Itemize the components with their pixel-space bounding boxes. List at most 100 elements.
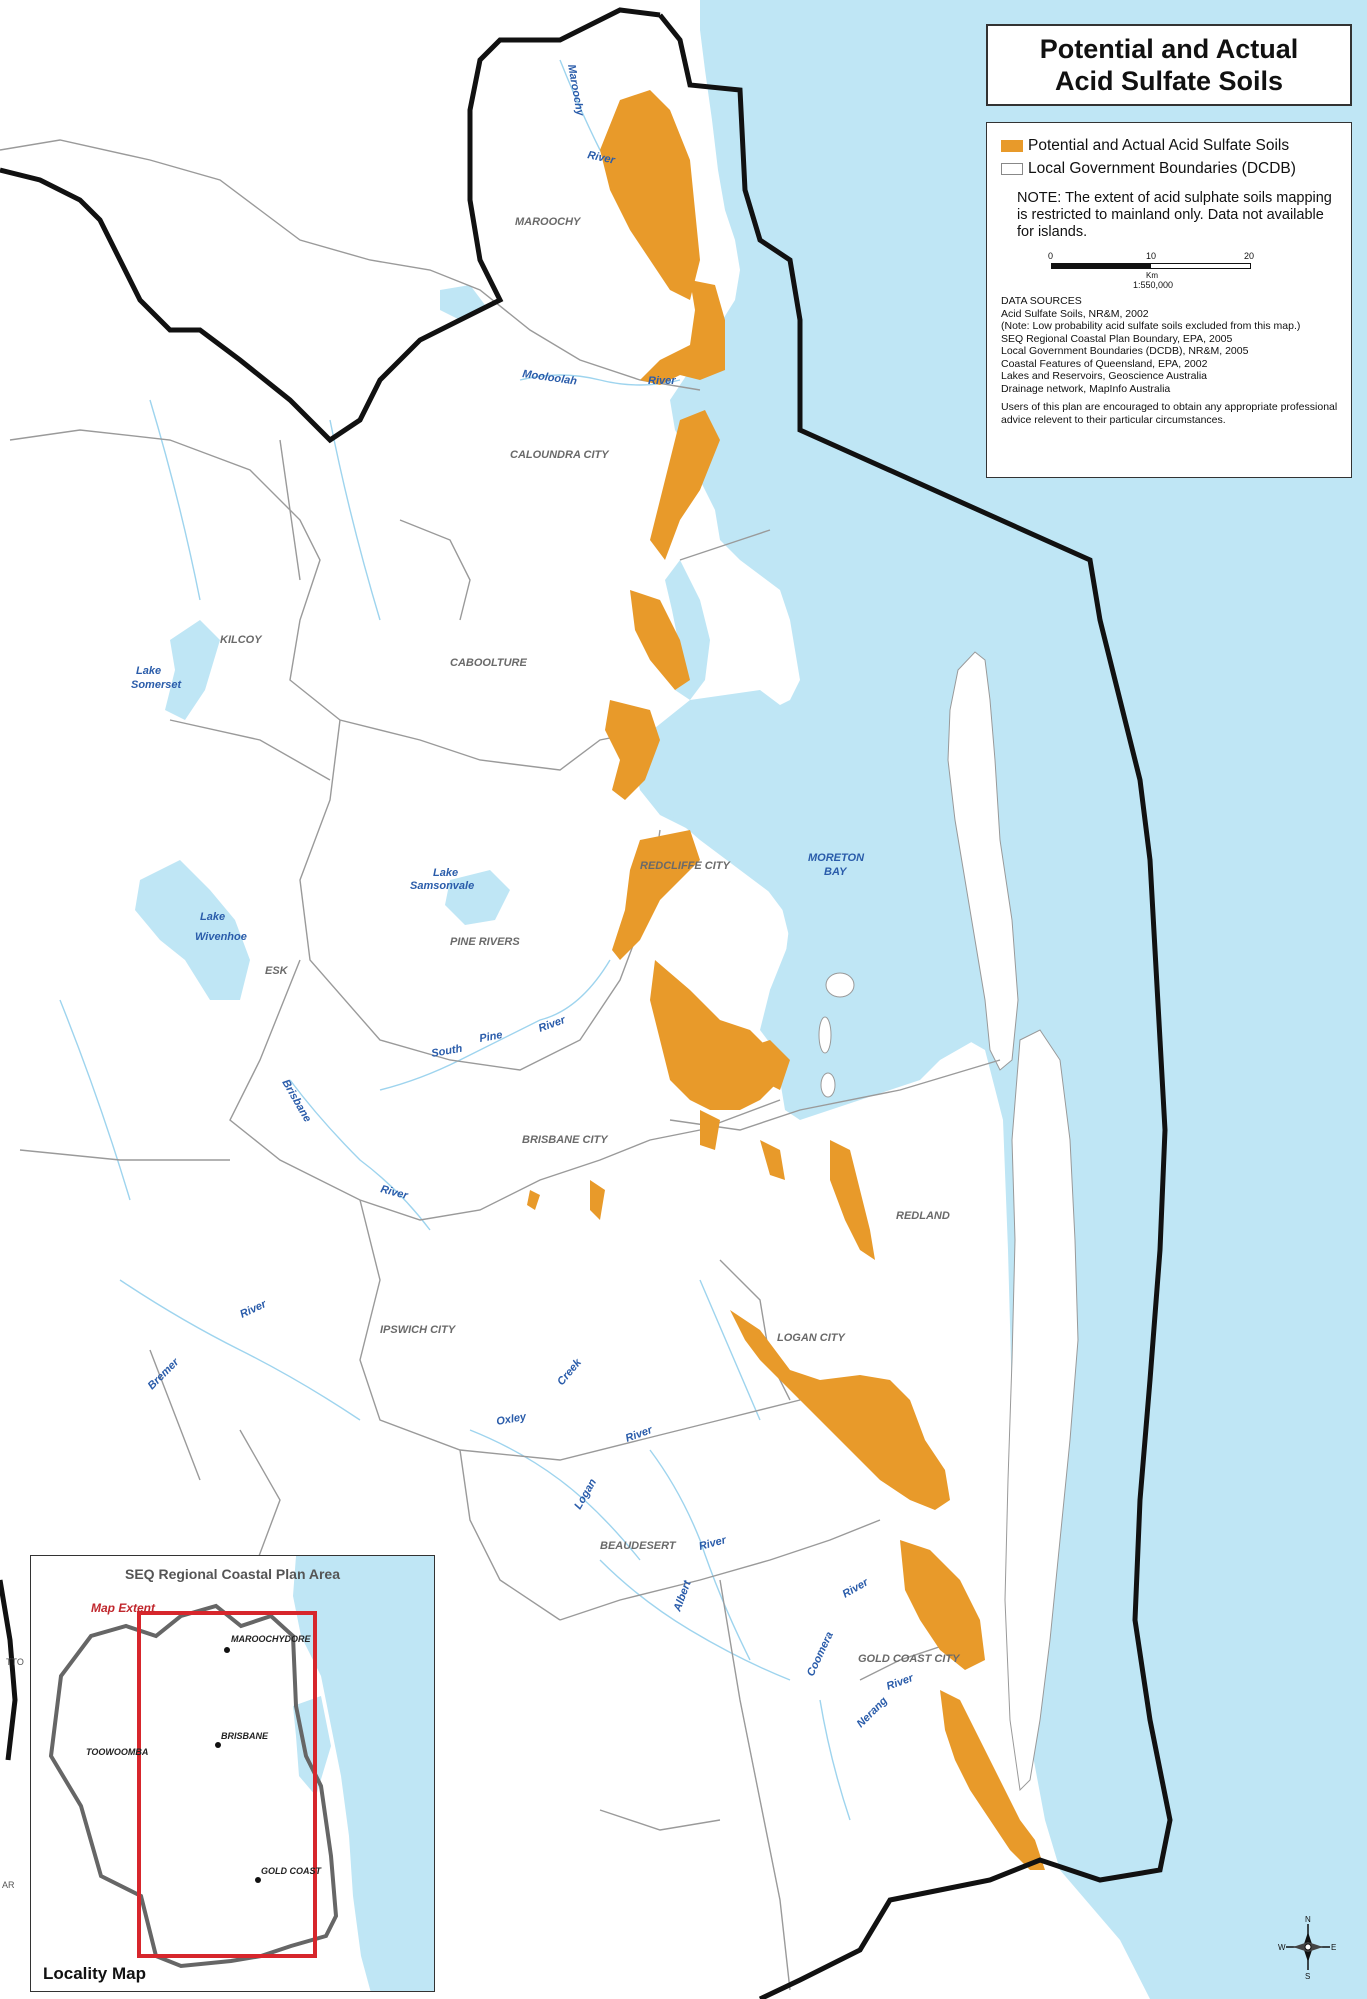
lake-somerset — [165, 620, 220, 720]
rivers — [59, 59, 851, 1851]
island — [818, 1016, 832, 1054]
map-extent-label: Map Extent — [91, 1601, 156, 1615]
label-river: River — [885, 1672, 916, 1693]
lga-label-ipswich: IPSWICH CITY — [380, 1324, 457, 1336]
lga-label-redcliffe: REDCLIFFE CITY — [640, 860, 731, 872]
lga-label-esk: ESK — [265, 965, 289, 977]
label-river: River — [648, 375, 676, 387]
label-river: River — [841, 1576, 871, 1601]
plan-boundary-west — [0, 1579, 18, 1761]
label-oxley: Oxley — [495, 1411, 527, 1428]
label-river: River — [379, 1183, 409, 1202]
acid-sulfate-soils — [527, 90, 1045, 1870]
compass-s: S — [1305, 1972, 1310, 1981]
lga-label-redland: REDLAND — [896, 1210, 950, 1222]
moreton-island — [947, 651, 1019, 1071]
island — [825, 972, 855, 998]
inset-town-gold-coast: GOLD COAST — [261, 1866, 323, 1876]
legend-item-lga: Local Government Boundaries (DCDB) — [1001, 160, 1341, 178]
label-river: River — [698, 1534, 728, 1553]
lga-label-brisbane: BRISBANE CITY — [522, 1134, 609, 1146]
source-line: DATA SOURCES — [1001, 295, 1082, 307]
scale-bar-graphic — [1051, 263, 1251, 269]
legend-label: Local Government Boundaries (DCDB) — [1028, 160, 1296, 177]
inset-title: SEQ Regional Coastal Plan Area — [125, 1566, 340, 1582]
scale-tick: 0 — [1048, 251, 1054, 261]
lake-north — [440, 285, 485, 320]
label-lake: Lake — [136, 665, 161, 677]
source-line: Local Government Boundaries (DCDB), NR&M… — [1001, 345, 1249, 357]
label-maroochy-river: Maroochy — [565, 63, 586, 117]
town-dot — [215, 1742, 221, 1748]
source-line: Coastal Features of Queensland, EPA, 200… — [1001, 357, 1208, 370]
inset-bay — [293, 1696, 331, 1796]
label-river: River — [537, 1014, 568, 1035]
lga-label-beaudesert: BEAUDESERT — [600, 1540, 677, 1552]
label-river: River — [238, 1298, 269, 1321]
label-coomera: Coomera — [805, 1630, 836, 1678]
town-dot — [224, 1647, 230, 1653]
label-river: River — [586, 149, 616, 167]
plan-boundary — [658, 13, 1173, 1999]
label-mooloolah: Mooloolah — [522, 368, 578, 388]
legend-item-acid-soils: Potential and Actual Acid Sulfate Soils — [1001, 137, 1341, 155]
source-line: SEQ Regional Coastal Plan Boundary, EPA,… — [1001, 332, 1233, 345]
label-south: South — [430, 1043, 463, 1060]
label-lake: Lake — [433, 867, 458, 879]
scale-tick: 10 — [1146, 251, 1157, 261]
label-bay: BAY — [824, 866, 848, 878]
label-albert: Albert — [671, 1578, 694, 1614]
lga-label-pine-rivers: PINE RIVERS — [450, 936, 520, 948]
lake-samsonvale — [445, 870, 510, 925]
label-lake-somerset: Somerset — [131, 679, 182, 691]
compass-e: E — [1331, 1943, 1336, 1952]
lga-label-caboolture: CABOOLTURE — [450, 657, 527, 669]
scale-tick: 20 — [1244, 251, 1255, 261]
town-dot — [255, 1877, 261, 1883]
lake-wivenhoe — [135, 860, 250, 1000]
stradbroke-island — [1004, 1029, 1079, 1792]
lga-label-gold-coast: GOLD COAST CITY — [858, 1653, 961, 1665]
lga-label-kilcoy: KILCOY — [220, 634, 263, 646]
inset-town-maroochydore: MAROOCHYDORE — [231, 1634, 311, 1644]
source-line: (Note: Low probability acid sulfate soil… — [1001, 320, 1301, 332]
label-brisbane-river: Brisbane — [279, 1078, 313, 1125]
lga-label-caloundra: CALOUNDRA CITY — [510, 449, 610, 461]
label-creek: Creek — [555, 1356, 584, 1388]
source-line: Lakes and Reservoirs, Geoscience Austral… — [1001, 370, 1208, 382]
acid-soils-swatch — [1001, 140, 1023, 152]
scale-bar: 0 10 20 Km 1:550,000 — [1048, 251, 1261, 291]
lga-swatch — [1001, 163, 1023, 175]
label-lake: Lake — [200, 911, 225, 923]
label-nerang: Nerang — [855, 1695, 890, 1730]
map-title-box: Potential and Actual Acid Sulfate Soils — [986, 24, 1352, 106]
lga-label-logan: LOGAN CITY — [777, 1332, 846, 1344]
lga-labels: MAROOCHY CALOUNDRA CITY KILCOY CABOOLTUR… — [220, 216, 961, 1665]
locality-map-label: Locality Map — [43, 1964, 146, 1983]
locality-map-inset: MAROOCHYDORE BRISBANE TOOWOOMBA GOLD COA… — [30, 1555, 435, 1992]
users-note: Users of this plan are encouraged to obt… — [1001, 401, 1338, 426]
compass-rose-icon: N S E W — [1278, 1915, 1336, 1981]
source-line: Acid Sulfate Soils, NR&M, 2002 — [1001, 307, 1149, 320]
inset-town-toowoomba: TOOWOOMBA — [86, 1747, 148, 1757]
locality-map-graphic: MAROOCHYDORE BRISBANE TOOWOOMBA GOLD COA… — [48, 1556, 434, 1991]
inset-sea — [293, 1556, 434, 1991]
label-pine: Pine — [478, 1029, 503, 1045]
lga-label-maroochy: MAROOCHY — [515, 216, 582, 228]
pumicestone-passage — [665, 560, 710, 700]
edge-label: TTO — [6, 1657, 24, 1667]
compass-n: N — [1305, 1915, 1311, 1924]
map-extent-box — [137, 1611, 317, 1958]
label-river: River — [624, 1424, 655, 1445]
compass-w: W — [1278, 1943, 1286, 1952]
label-lake-samsonvale: Samsonvale — [410, 880, 474, 892]
legend: Potential and Actual Acid Sulfate Soils … — [986, 122, 1352, 478]
inset-region — [48, 1603, 339, 1969]
label-moreton: MORETON — [808, 852, 865, 864]
moreton-bay — [640, 680, 1015, 1110]
label-logan: Logan — [572, 1477, 599, 1512]
inset-town-brisbane: BRISBANE — [221, 1731, 269, 1741]
island — [820, 1072, 836, 1098]
map-title: Potential and Actual Acid Sulfate Soils — [1039, 34, 1299, 96]
